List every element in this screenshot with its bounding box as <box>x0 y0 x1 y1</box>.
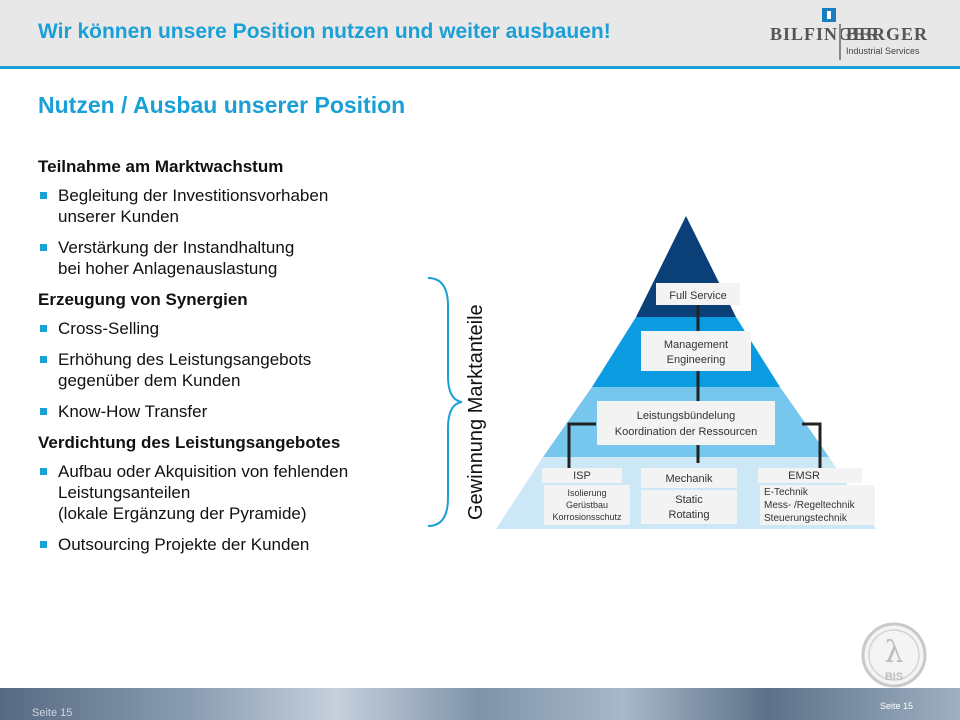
label-korrosionsschutz: Korrosionsschutz <box>552 512 622 522</box>
section-heading: Erzeugung von Synergien <box>38 290 248 309</box>
header-divider <box>0 66 960 69</box>
label-steuerungstechnik: Steuerungstechnik <box>764 513 848 524</box>
label-e-technik: E-Technik <box>764 487 809 498</box>
bullet-line: Aufbau oder Akquisition von fehlenden <box>58 462 349 481</box>
page-title: Nutzen / Ausbau unserer Position <box>38 92 406 118</box>
bis-logo: λ BIS <box>861 622 927 688</box>
header-bar: Wir können unsere Position nutzen und we… <box>0 0 960 66</box>
box-full-service: Full Service <box>656 283 740 305</box>
company-logo-icon <box>822 8 836 22</box>
logo-right-word: BERGER <box>846 24 929 44</box>
label-isp: ISP <box>573 470 591 482</box>
vertical-label: Gewinnung Marktanteile <box>465 304 487 520</box>
label-static: Static <box>675 494 703 506</box>
logo-left-word: BILFINGER <box>770 24 881 44</box>
bullet-line: Erhöhung des Leistungsangebots <box>58 350 312 369</box>
label-management: Management <box>664 339 728 351</box>
bullet-item: Erhöhung des Leistungsangebots gegenüber … <box>38 349 438 391</box>
bullet-line: Know-How Transfer <box>58 402 208 421</box>
label-isolierung: Isolierung <box>567 488 606 498</box>
bullet-line: bei hoher Anlagenauslastung <box>58 259 278 278</box>
bullet-item: Know-How Transfer <box>38 401 438 422</box>
bullet-item: Verstärkung der Instandhaltung bei hoher … <box>38 237 438 279</box>
bullet-line: Cross-Selling <box>58 319 160 338</box>
bullet-item: Cross-Selling <box>38 318 438 339</box>
section-heading: Verdichtung des Leistungsangebotes <box>38 433 341 452</box>
logo-divider <box>839 24 841 60</box>
bullet-line: unserer Kunden <box>58 207 179 226</box>
label-full-service: Full Service <box>669 290 726 302</box>
footer-image-strip <box>0 688 960 720</box>
box-buendelung: Leistungsbündelung Koordination der Ress… <box>597 401 775 445</box>
service-pyramid: Full Service Management Engineering Leis… <box>496 216 876 529</box>
bis-logo-glyph: λ <box>884 635 903 670</box>
bullet-line: Verstärkung der Instandhaltung <box>58 238 295 257</box>
bullet-item: Begleitung der Investitionsvorhaben unser… <box>38 185 438 227</box>
box-isp: ISP Isolierung Gerüstbau Korrosionsschut… <box>542 468 630 525</box>
box-management: Management Engineering <box>641 331 751 371</box>
box-mechanik: Mechanik Static Rotating <box>641 468 737 524</box>
label-koordination: Koordination der Ressourcen <box>615 426 757 438</box>
section-heading: Teilnahme am Marktwachstum <box>38 157 284 176</box>
bullet-line: Begleitung der Investitionsvorhaben <box>58 186 329 205</box>
bullet-item: Outsourcing Projekte der Kunden <box>38 534 438 555</box>
label-mechanik: Mechanik <box>665 473 713 485</box>
label-emsr: EMSR <box>788 470 820 482</box>
footer-page-number-left: Seite 15 <box>32 707 73 719</box>
header-title: Wir können unsere Position nutzen und we… <box>38 20 611 43</box>
bullet-line: Leistungsanteilen <box>58 483 191 502</box>
curly-brace-icon <box>427 277 463 527</box>
box-emsr: EMSR E-Technik Mess- /Regeltechnik Steue… <box>758 468 875 525</box>
label-geruestbau: Gerüstbau <box>566 500 608 510</box>
label-buendelung: Leistungsbündelung <box>637 410 735 422</box>
bis-logo-text: BIS <box>885 671 903 683</box>
footer-page-number: Seite 15 <box>880 701 914 711</box>
label-rotating: Rotating <box>669 509 710 521</box>
bullet-line: (lokale Ergänzung der Pyramide) <box>58 504 307 523</box>
label-mess-regeltechnik: Mess- /Regeltechnik <box>764 500 856 511</box>
logo-subtitle: Industrial Services <box>846 46 920 56</box>
bullet-line: Outsourcing Projekte der Kunden <box>58 535 310 554</box>
label-engineering: Engineering <box>667 354 726 366</box>
bullet-line: gegenüber dem Kunden <box>58 371 241 390</box>
